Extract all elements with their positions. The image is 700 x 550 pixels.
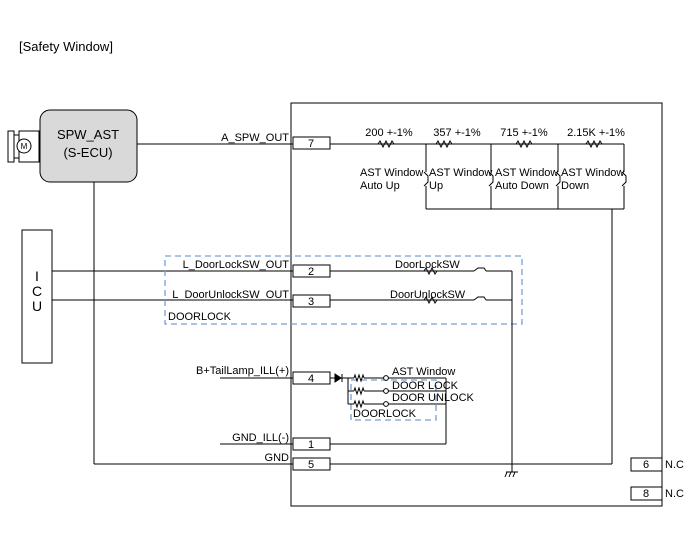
doorlock-resistor: [423, 266, 438, 276]
module-name: SPW_AST: [57, 127, 119, 142]
switch-auto-up-line1: AST Window: [360, 167, 423, 179]
pin-number-8: 8: [643, 488, 649, 500]
doorunlock-switch-label: DoorUnlockSW: [390, 289, 466, 301]
page-title: [Safety Window]: [19, 39, 113, 54]
diode-icon: [334, 373, 342, 383]
switch-auto-up-line2: Auto Up: [360, 180, 400, 192]
illumination-label-door-lock: DOOR LOCK: [392, 380, 459, 392]
doorlock-switch-label: DoorLockSW: [395, 259, 460, 271]
doorlock-switch-group: [164, 255, 523, 325]
resistor-label-200: 200 +-1%: [365, 127, 413, 139]
motor-symbol: M: [21, 142, 28, 151]
resistor-label-2-15k: 2.15K +-1%: [567, 127, 625, 139]
switch-auto-down-line2: Auto Down: [495, 180, 549, 192]
illumination-group-label: DOORLOCK: [353, 408, 417, 420]
illumination-label-ast-window: AST Window: [392, 366, 455, 378]
pin-number-4: 4: [308, 373, 314, 385]
pin-label-b-taillamp-ill: B+TailLamp_ILL(+): [196, 365, 289, 377]
resistor-200: [377, 139, 395, 149]
pin-number-6: 6: [643, 459, 649, 471]
module-subtitle: (S-ECU): [63, 145, 112, 160]
ground-icon: [504, 471, 518, 478]
pin-number-1: 1: [308, 439, 314, 451]
lamp-icon-ast-window: [383, 375, 389, 381]
motor-icon: M: [7, 130, 40, 163]
pin-number-7: 7: [308, 138, 314, 150]
switch-contact-auto-down: [555, 171, 561, 187]
switch-contact-auto-up: [423, 171, 429, 187]
resistor-357: [435, 139, 453, 149]
doorunlock-resistor: [423, 295, 438, 305]
switch-auto-down-line1: AST Window: [495, 167, 558, 179]
pin-label-gnd: GND: [265, 452, 290, 464]
lamp-icon-door-unlock: [383, 401, 389, 407]
nc-label-pin-8: N.C: [665, 488, 684, 500]
resistor-2-15k: [585, 139, 603, 149]
switch-down-line1: AST Window: [561, 167, 624, 179]
pin-number-5: 5: [308, 459, 314, 471]
icu-letter-u: U: [32, 298, 42, 314]
icu-letter-i: I: [35, 268, 39, 284]
switch-down-line2: Down: [561, 180, 589, 192]
illumination-group: [350, 379, 437, 421]
icu-letter-c: C: [32, 283, 42, 299]
pin-label-doorunlocksw-out: L_DoorUnlockSW_OUT: [172, 289, 289, 301]
doorlock-group-label: DOORLOCK: [168, 311, 232, 323]
doorlock-switch-contact: [473, 267, 487, 272]
resistor-label-357: 357 +-1%: [433, 127, 481, 139]
switch-contact-up: [488, 171, 494, 187]
pin-label-gnd-ill: GND_ILL(-): [232, 432, 289, 444]
lamp-icon-door-lock: [383, 388, 389, 394]
spw-ast-module: SPW_AST (S-ECU): [39, 109, 138, 183]
resistor-label-715: 715 +-1%: [500, 127, 548, 139]
pin-number-2: 2: [308, 266, 314, 278]
pin-number-3: 3: [308, 296, 314, 308]
pin-label-doorlocksw-out: L_DoorLockSW_OUT: [183, 259, 290, 271]
icu-box: I C U: [21, 229, 53, 364]
switch-up-line1: AST Window: [429, 167, 492, 179]
nc-label-pin-6: N.C: [665, 459, 684, 471]
switch-unit-box: [290, 102, 663, 507]
illumination-label-door-unlock: DOOR UNLOCK: [392, 392, 475, 404]
doorunlock-switch-contact: [473, 296, 487, 301]
switch-up-line2: Up: [429, 180, 443, 192]
resistor-715: [515, 139, 533, 149]
pin-label-a-spw-out: A_SPW_OUT: [221, 132, 289, 144]
switch-contact-down: [621, 171, 627, 187]
